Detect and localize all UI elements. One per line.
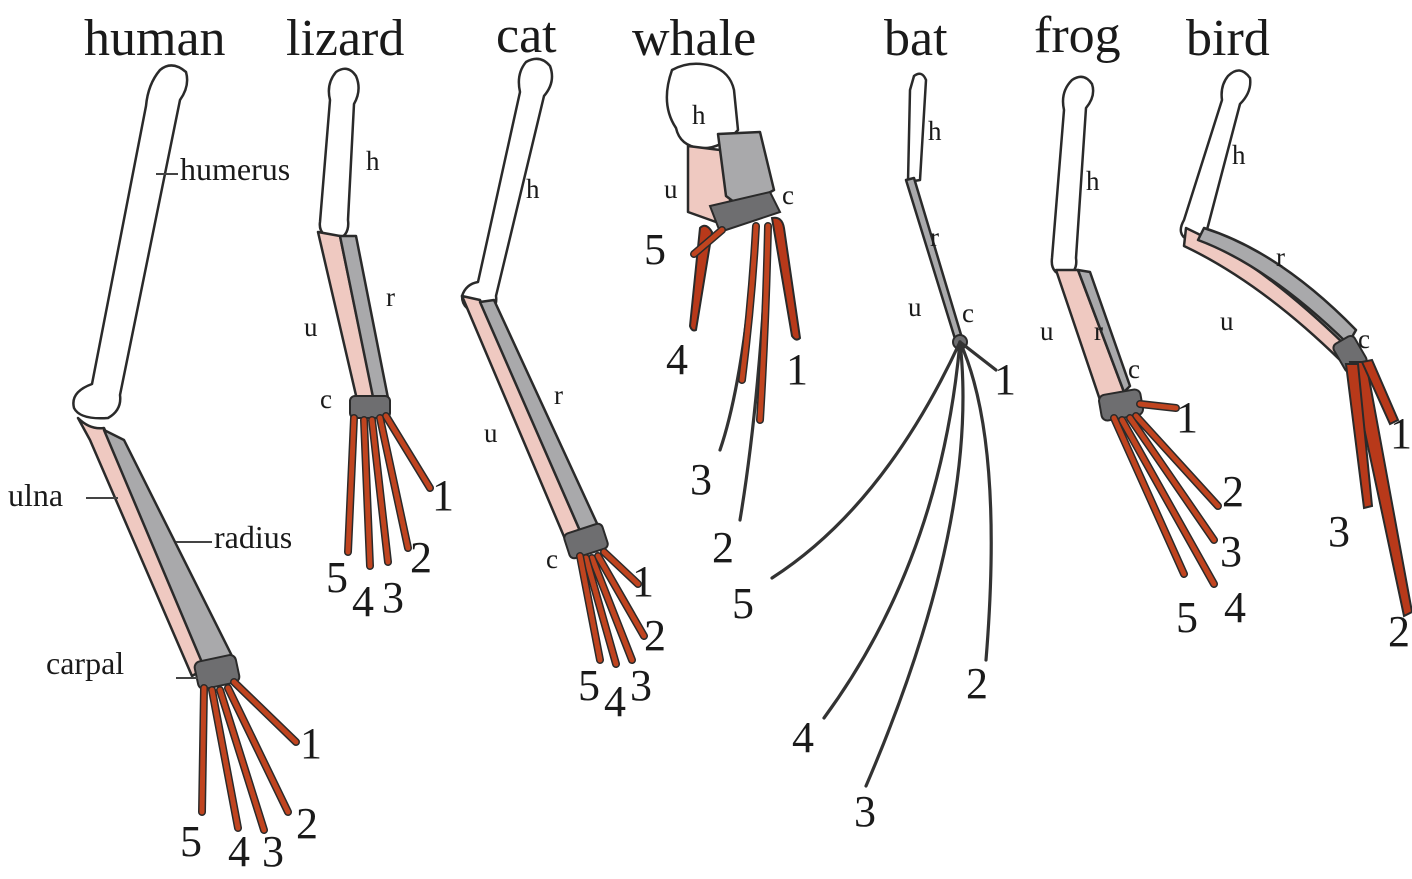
label-carpal: carpal: [46, 645, 124, 681]
frog-digit-3: 3: [1220, 527, 1242, 576]
whale-label-c: c: [782, 180, 794, 210]
cat-digit-4: 4: [604, 677, 626, 726]
lizard-label-h: h: [366, 146, 380, 176]
frog-digit-1: 1: [1176, 393, 1198, 442]
bird-digit-1: 1: [1390, 409, 1412, 458]
whale-digit-4: 4: [666, 335, 688, 384]
bird-label-c: c: [1358, 324, 1370, 354]
frog-label-h: h: [1086, 166, 1100, 196]
bat-digit-3: 3: [854, 787, 876, 836]
human-digits: [202, 682, 296, 830]
cat-ulna: [462, 296, 584, 546]
cat-digit-3: 3: [630, 661, 652, 710]
cat-digit-1: 1: [632, 557, 654, 606]
whale-label-u: u: [664, 174, 678, 204]
cat-label-u: u: [484, 418, 498, 448]
frog-digits: [1114, 404, 1218, 584]
cat-label-c: c: [546, 544, 558, 574]
bat-digit-4: 4: [792, 713, 814, 762]
cat-limb: h u r c 1 2 3 4 5: [462, 59, 666, 726]
whale-digit-3: 3: [690, 455, 712, 504]
lizard-label-r: r: [386, 282, 395, 312]
lizard-limb: h u r c 1 2 3 4 5: [304, 69, 454, 626]
bat-label-c: c: [962, 298, 974, 328]
bat-label-u: u: [908, 292, 922, 322]
lizard-digit-1: 1: [432, 471, 454, 520]
bat-digit-2: 2: [966, 659, 988, 708]
bat-label-h: h: [928, 116, 942, 146]
bird-digit-3: 3: [1328, 507, 1350, 556]
frog-label-r: r: [1094, 316, 1103, 346]
title-whale: whale: [632, 10, 756, 67]
frog-digit-5: 5: [1176, 593, 1198, 642]
lizard-digit-4: 4: [352, 577, 374, 626]
title-cat: cat: [496, 7, 557, 64]
human-digit-5: 5: [180, 817, 202, 866]
cat-digit-2: 2: [644, 611, 666, 660]
title-lizard: lizard: [286, 10, 404, 67]
bat-label-r: r: [930, 222, 939, 252]
bat-humerus: [908, 74, 926, 182]
whale-digit-1: 1: [786, 345, 808, 394]
bird-ulna: [1184, 228, 1346, 360]
human-limb: humerus ulna radius carpal 1 2 3 4 5: [8, 65, 322, 874]
cat-radius: [480, 300, 600, 540]
bird-digits: [1346, 360, 1412, 616]
frog-digit-4: 4: [1224, 583, 1246, 632]
whale-label-h: h: [692, 100, 706, 130]
whale-limb: h u c 1 2 3 4 5: [644, 64, 808, 572]
title-human: human: [84, 10, 226, 67]
title-bird: bird: [1186, 10, 1270, 67]
bird-label-u: u: [1220, 306, 1234, 336]
title-frog: frog: [1034, 7, 1121, 64]
cat-label-h: h: [526, 174, 540, 204]
human-ulna: [78, 418, 206, 676]
cat-digit-5: 5: [578, 661, 600, 710]
whale-digit-2: 2: [712, 523, 734, 572]
frog-label-u: u: [1040, 316, 1054, 346]
label-radius: radius: [214, 519, 292, 555]
human-digit-2: 2: [296, 799, 318, 848]
human-radius: [104, 430, 232, 672]
lizard-digit-5: 5: [326, 553, 348, 602]
lizard-humerus: [320, 69, 359, 240]
bat-digit-1: 1: [994, 355, 1016, 404]
frog-digit-2: 2: [1222, 467, 1244, 516]
label-ulna: ulna: [8, 477, 63, 513]
lizard-digit-3: 3: [382, 573, 404, 622]
human-digit-4: 4: [228, 827, 250, 874]
lizard-label-c: c: [320, 384, 332, 414]
human-digit-1: 1: [300, 719, 322, 768]
bird-limb: h r u c 1 2 3: [1181, 70, 1412, 656]
bat-digit-5: 5: [732, 579, 754, 628]
bird-label-r: r: [1276, 242, 1285, 272]
frog-label-c: c: [1128, 354, 1140, 384]
label-humerus: humerus: [180, 151, 290, 187]
bird-label-h: h: [1232, 140, 1246, 170]
cat-label-r: r: [554, 380, 563, 410]
lizard-digit-2: 2: [410, 533, 432, 582]
lizard-label-u: u: [304, 312, 318, 342]
human-humerus: [73, 65, 187, 418]
whale-digit-5: 5: [644, 225, 666, 274]
bird-digit-2: 2: [1388, 607, 1410, 656]
human-digit-3: 3: [262, 827, 284, 874]
title-bat: bat: [884, 10, 948, 67]
